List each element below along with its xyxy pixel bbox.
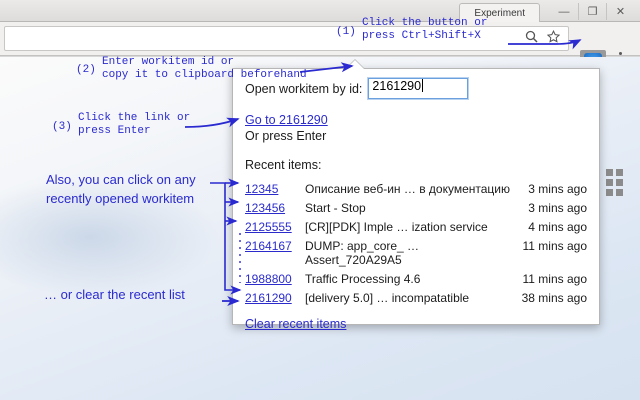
apps-grid-cell — [606, 189, 613, 196]
annotation-text-4: Also, you can click on any recently open… — [46, 170, 196, 208]
recent-item-title: DUMP: app_core_ … Assert_720A29A5 — [305, 238, 420, 267]
extension-popup: Open workitem by id: 2161290 Go to 21612… — [232, 68, 600, 331]
annotation-number-3: (3) — [52, 121, 72, 133]
annotation-number-2: (2) — [76, 64, 96, 76]
recent-item-id-link[interactable]: 12345 — [245, 181, 279, 196]
recent-item-title: [CR][PDK] Imple … ization service — [305, 219, 488, 234]
annotation-text-2: Enter workitem id or copy it to clipboar… — [102, 56, 307, 81]
recent-items-body: 12345 Описание веб-ин … в документацию 3 m… — [245, 179, 587, 307]
apps-grid-cell — [616, 169, 623, 176]
go-to-workitem-link[interactable]: Go to 2161290 — [245, 113, 328, 127]
annotation-number-1: (1) — [336, 26, 356, 38]
apps-grid-cell — [616, 179, 623, 186]
recent-item-id-link[interactable]: 1988800 — [245, 271, 292, 286]
recent-item-time: 11 mins ago — [522, 238, 587, 253]
recent-item-time: 3 mins ago — [528, 181, 587, 196]
annotation-text-3: Click the link or press Enter — [78, 112, 191, 137]
annotation-text-4-line1: Also, you can click on any — [46, 172, 196, 187]
search-icon[interactable] — [525, 30, 538, 43]
apps-grid-icon[interactable] — [606, 169, 623, 196]
recent-item-row[interactable]: 123456 Start - Stop 3 mins ago — [245, 198, 587, 217]
recent-item-time: 38 mins ago — [521, 290, 587, 305]
recent-item-title: Описание веб-ин … в документацию — [305, 181, 510, 196]
workitem-id-input[interactable]: 2161290 — [367, 77, 470, 100]
recent-items-heading: Recent items: — [245, 158, 322, 172]
recent-item-id-cell: 2164167 — [245, 236, 305, 269]
recent-item-title: Start - Stop — [305, 200, 366, 215]
address-bar[interactable] — [4, 26, 569, 51]
or-press-enter-text: Or press Enter — [245, 129, 327, 143]
recent-item-time: 3 mins ago — [528, 200, 587, 215]
annotation-text-4-line2: recently opened workitem — [46, 191, 195, 206]
popup-arrow-icon — [346, 60, 364, 69]
star-icon[interactable] — [547, 30, 560, 43]
maximize-icon[interactable]: ❐ — [578, 3, 606, 20]
omnibox-icons — [525, 30, 560, 43]
browser-titlebar: Experiment — ❐ ✕ — [0, 0, 640, 22]
minimize-icon[interactable]: — — [558, 5, 570, 18]
close-icon[interactable]: ✕ — [606, 3, 634, 20]
recent-item-time: 11 mins ago — [522, 271, 587, 286]
recent-item-title: [delivery 5.0] … incompatatible — [305, 290, 470, 305]
recent-item-id-cell: 2125555 — [245, 217, 305, 236]
annotation-text-5: … or clear the recent list — [44, 287, 185, 302]
clear-recent-items-link[interactable]: Clear recent items — [245, 317, 347, 331]
recent-item-id-cell: 1988800 — [245, 269, 305, 288]
recent-item-id-link[interactable]: 2125555 — [245, 219, 292, 234]
recent-item-row[interactable]: 1988800 Traffic Processing 4.6 11 mins ago — [245, 269, 587, 288]
open-workitem-label: Open workitem by id: — [245, 81, 363, 96]
recent-item-id-link[interactable]: 123456 — [245, 200, 286, 215]
browser-toolbar — [0, 22, 640, 74]
workitem-id-value: 2161290 — [372, 79, 422, 93]
recent-items-table: 12345 Описание веб-ин … в документацию 3 m… — [245, 179, 587, 307]
open-workitem-row: Open workitem by id: 2161290 — [245, 77, 587, 100]
recent-item-id-cell: 2161290 — [245, 288, 305, 307]
recent-item-row[interactable]: 2164167 DUMP: app_core_ … Assert_720A29A5… — [245, 236, 587, 269]
recent-item-id-cell: 123456 — [245, 198, 305, 217]
recent-item-id-link[interactable]: 2161290 — [245, 290, 292, 305]
browser-tab-experiment[interactable]: Experiment — [459, 3, 540, 22]
recent-item-time: 4 mins ago — [528, 219, 587, 234]
recent-item-row[interactable]: 2161290 [delivery 5.0] … incompatatible 38… — [245, 288, 587, 307]
recent-item-id-cell: 12345 — [245, 179, 305, 198]
recent-item-title: Traffic Processing 4.6 — [305, 271, 421, 286]
apps-grid-cell — [606, 179, 613, 186]
recent-item-row[interactable]: 2125555 [CR][PDK] Imple … ization service… — [245, 217, 587, 236]
recent-item-row[interactable]: 12345 Описание веб-ин … в документацию 3 m… — [245, 179, 587, 198]
recent-item-id-link[interactable]: 2164167 — [245, 238, 292, 253]
text-caret — [422, 79, 424, 92]
apps-grid-cell — [616, 189, 623, 196]
apps-grid-cell — [606, 169, 613, 176]
menu-dot — [619, 52, 622, 55]
annotation-text-1: Click the button or press Ctrl+Shift+X — [362, 17, 488, 42]
window-controls: — ❐ ✕ — [550, 3, 634, 20]
